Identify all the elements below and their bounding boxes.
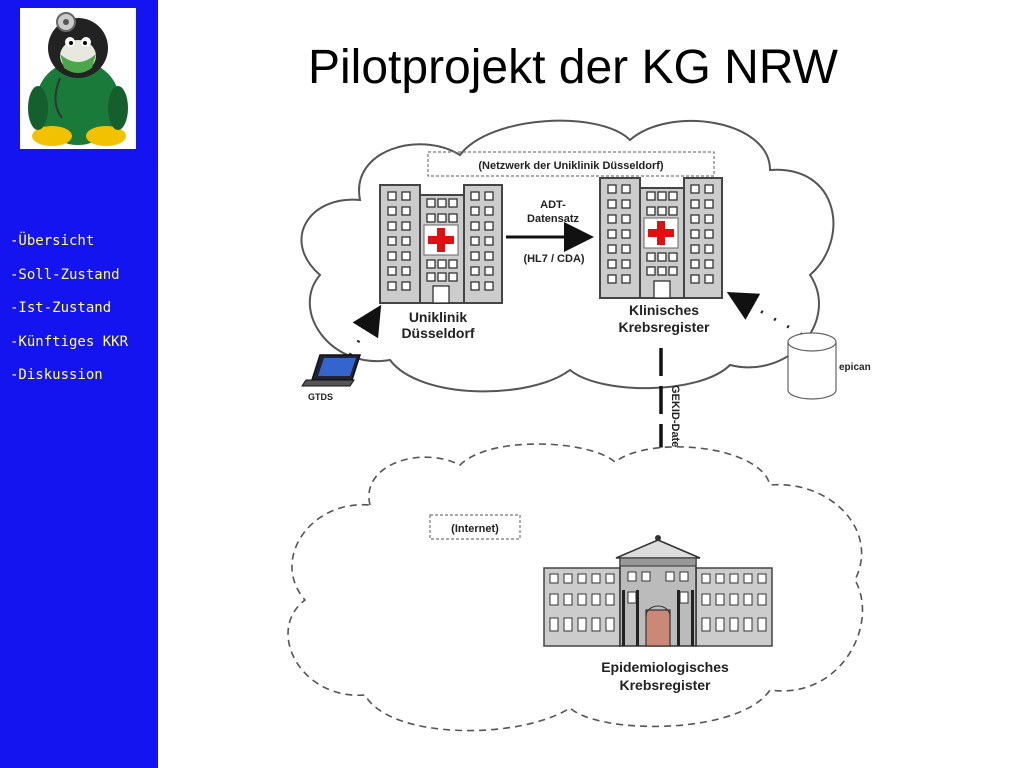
sidebar-nav: -Übersicht -Soll-Zustand -Ist-Zustand -K… [10, 230, 128, 398]
gtds-label: GTDS [308, 392, 333, 402]
krebsregister-building-icon [599, 177, 723, 299]
adt-label-line1: ADT- [540, 199, 566, 211]
internet-label-box [429, 514, 521, 540]
network-label: (Netzwerk der Uniklinik Düsseldorf) [478, 160, 664, 172]
slide-title: Pilotprojekt der KG NRW [308, 41, 838, 94]
internet-label: (Internet) [451, 523, 499, 535]
krebsregister-label-line1: Klinisches [629, 302, 699, 318]
nav-item-diskussion[interactable]: -Diskussion [10, 367, 103, 383]
adt-label-line2: Datensatz [527, 213, 579, 225]
nav-item-soll-zustand[interactable]: -Soll-Zustand [10, 266, 120, 283]
epidemiologisches-label-line1: Epidemiologisches [601, 659, 729, 675]
nav-item-kuenftiges-kkr[interactable]: -Künftiges KKR [10, 333, 129, 350]
krebsregister-label-line2: Krebsregister [618, 319, 710, 335]
epidemiologisches-building-icon [543, 535, 773, 647]
epican-label: epican [839, 362, 871, 373]
uniklinik-label-line1: Uniklinik [409, 309, 468, 325]
sidebar: -Übersicht -Soll-Zustand -Ist-Zustand -K… [0, 0, 158, 768]
database-icon [787, 332, 837, 400]
nav-item-ist-zustand[interactable]: -Ist-Zustand [10, 300, 112, 316]
network-label-box [427, 151, 715, 177]
adt-label-line3: (HL7 / CDA) [523, 253, 584, 265]
nav-item-uebersicht[interactable]: -Übersicht [10, 233, 95, 249]
uniklinik-label-line2: Düsseldorf [401, 325, 474, 341]
uniklinik-building-icon [379, 184, 503, 304]
penguin-doctor-logo [20, 8, 136, 149]
penguin-doctor-icon [28, 12, 128, 146]
network-diagram: (Netzwerk der Uniklinik Düsseldorf) [287, 119, 871, 732]
epidemiologisches-label-line2: Krebsregister [619, 677, 711, 693]
laptop-icon [301, 354, 362, 387]
